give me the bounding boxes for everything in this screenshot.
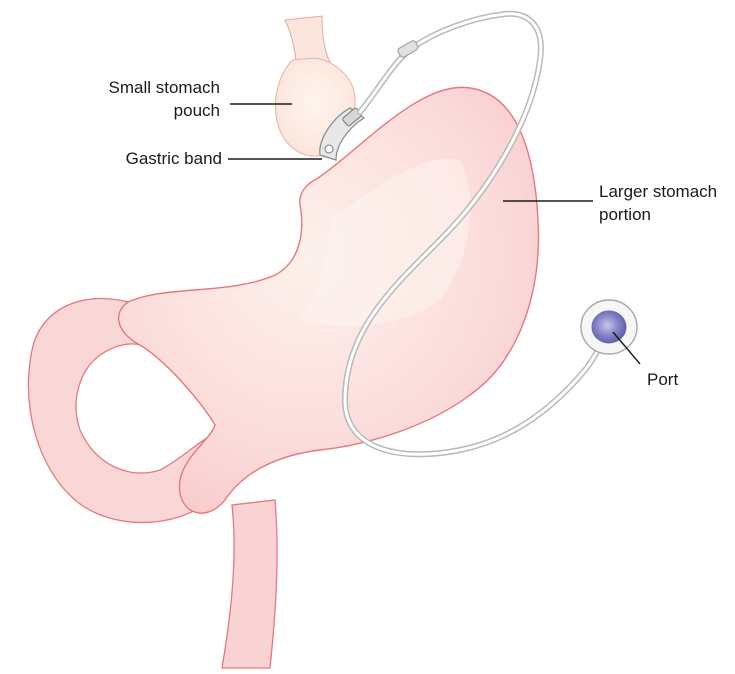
small-stomach-pouch xyxy=(275,58,355,156)
duodenum-tube xyxy=(222,500,277,668)
gastric-band-label: Gastric band xyxy=(90,147,222,170)
small-pouch-label: Small stomach pouch xyxy=(80,76,220,122)
port-label: Port xyxy=(647,368,707,391)
gastric-band-label-text: Gastric band xyxy=(90,147,222,170)
larger-portion-label-line2: portion xyxy=(599,203,729,226)
tube-connector xyxy=(397,40,419,59)
small-pouch-label-line1: Small stomach xyxy=(80,76,220,99)
larger-portion-label-line1: Larger stomach xyxy=(599,180,729,203)
port-label-text: Port xyxy=(647,368,707,391)
small-pouch-label-line2: pouch xyxy=(80,99,220,122)
port-device xyxy=(581,300,637,354)
larger-portion-label: Larger stomach portion xyxy=(599,180,729,226)
